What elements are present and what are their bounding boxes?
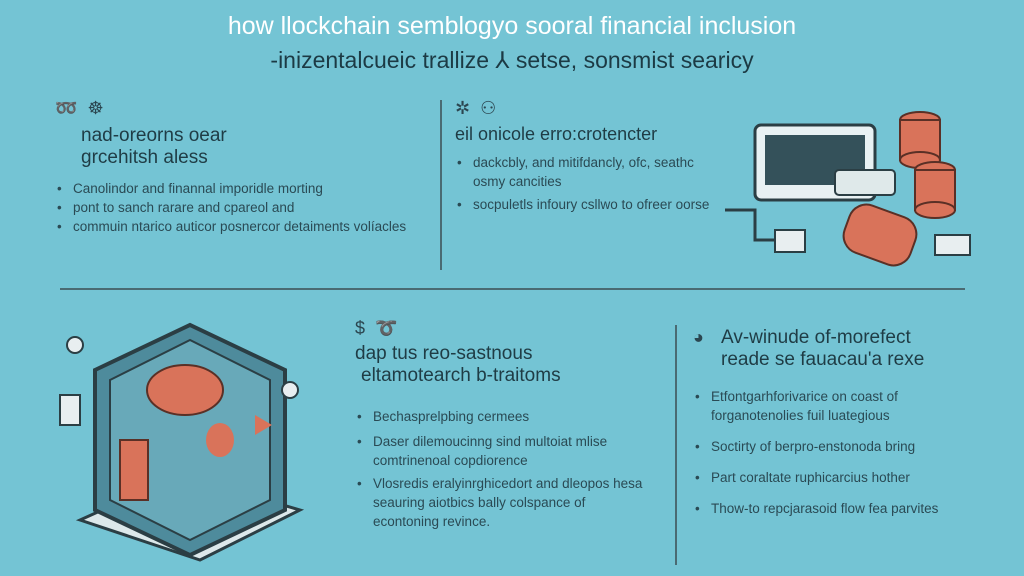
- list-item: Part coraltate ruphicarcius hother: [693, 468, 993, 487]
- panel-2-icons: ✲ ⚇: [455, 98, 710, 119]
- panel-3: $ ➰ dap tus reo-sastnous eltamotearch b-…: [355, 318, 655, 531]
- list-item: Daser dilemoucinng sind multoiat mlise c…: [355, 432, 655, 470]
- pin-icon: ◕: [693, 327, 704, 347]
- coin-hand-icon: ➿: [55, 98, 78, 118]
- heading-line: grcehitsh aless: [81, 147, 208, 168]
- panel-2-heading: eil onicole erro:crotencter: [455, 124, 658, 144]
- panel-2-bullets: dackcbly, and mitifdancly, ofc, seathc o…: [455, 153, 710, 214]
- list-item: pont to sanch rarare and cpareol and: [55, 198, 435, 217]
- panel-1-heading: nad-oreorns oear grcehitsh aless: [81, 125, 435, 169]
- panel-1-bullets: Canolindor and finannal imporidle mortin…: [55, 179, 435, 236]
- people-icon: ⚇: [480, 98, 497, 118]
- panel-3-heading: dap tus reo-sastnous eltamotearch b-trai…: [355, 343, 655, 387]
- divider: [675, 325, 677, 565]
- list-item: commuin ntarico auticor posnercor detaim…: [55, 217, 435, 236]
- list-item: Canolindor and finannal imporidle mortin…: [55, 179, 435, 198]
- handshake-icon: ➰: [375, 318, 398, 338]
- heading-line: Av-winude of-morefect: [721, 327, 911, 348]
- section-divider: [60, 288, 965, 290]
- dollar-icon: $: [355, 318, 366, 338]
- list-item: Etfontgarhforivarice on coast of forgano…: [693, 387, 993, 425]
- globe-icon: ☸: [87, 98, 104, 118]
- page-title: how llockchain semblogyo sooral financia…: [227, 12, 797, 40]
- blockchain-servers-illustration: [725, 111, 971, 267]
- heading-line: nad-oreorns oear: [81, 125, 227, 146]
- heading-line: reade se fauacau'a rexe: [721, 349, 925, 370]
- panel-4-heading: Av-winude of-morefect reade se fauacau'a…: [721, 327, 924, 371]
- network-icon: ✲: [455, 98, 471, 118]
- heading-line: eltamotearch b-traitoms: [361, 365, 561, 386]
- panel-1: ➿ ☸ nad-oreorns oear grcehitsh aless Can…: [55, 98, 435, 236]
- panel-1-icons: ➿ ☸: [55, 98, 435, 119]
- list-item: dackcbly, and mitifdancly, ofc, seathc o…: [455, 153, 710, 191]
- page-subtitle: -inizentalcueic trallize ⅄ setse, sonsmi…: [270, 47, 754, 73]
- panel-3-icons: $ ➰: [355, 318, 655, 339]
- digital-wallet-illustration: [59, 322, 305, 562]
- panel-2: ✲ ⚇ eil onicole erro:crotencter dackcbly…: [455, 98, 710, 214]
- panel-3-bullets: Bechasprelpbing cermees Daser dilemoucin…: [355, 407, 655, 531]
- panel-4: ◕ Av-winude of-morefect reade se fauacau…: [693, 327, 993, 518]
- panel-4-header: ◕ Av-winude of-morefect reade se fauacau…: [693, 327, 993, 371]
- list-item: Soctirty of berpro-enstonoda bring: [693, 437, 993, 456]
- list-item: Vlosredis eralyinrghicedort and dleopos …: [355, 474, 655, 531]
- panel-4-bullets: Etfontgarhforivarice on coast of forgano…: [693, 387, 993, 518]
- heading-line: dap tus reo-sastnous: [355, 343, 533, 364]
- divider: [440, 100, 442, 270]
- list-item: Thow-to repcjarasoid flow fea parvites: [693, 499, 993, 518]
- list-item: Bechasprelpbing cermees: [355, 407, 655, 426]
- list-item: socpuletls infoury csllwo to ofreer oors…: [455, 195, 710, 214]
